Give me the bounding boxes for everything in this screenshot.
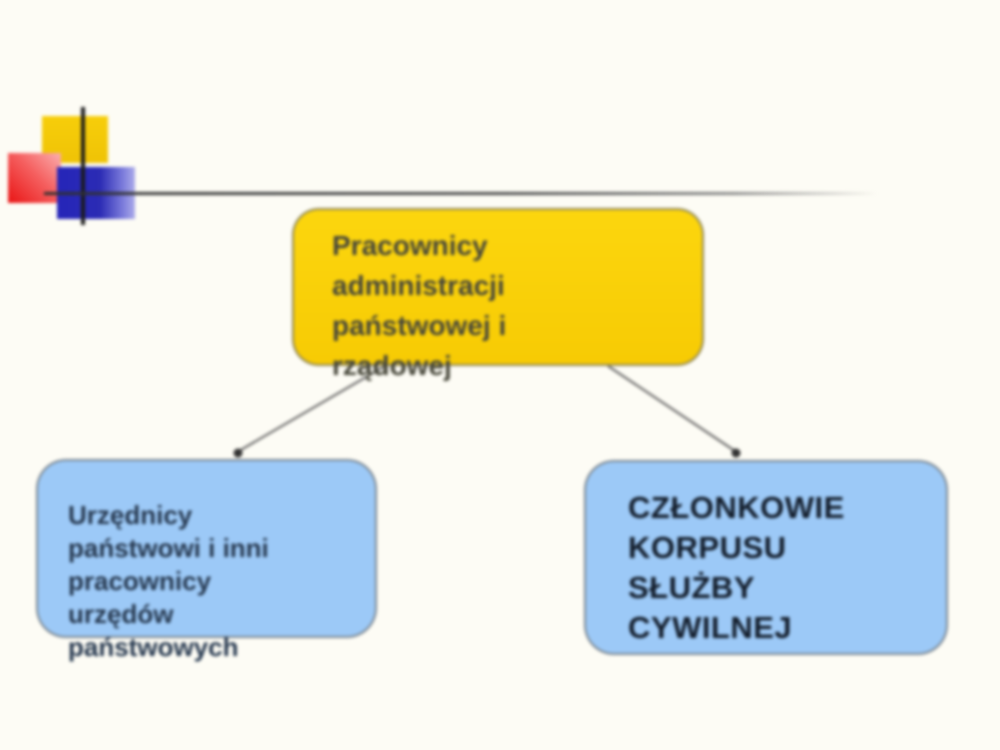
decoration-vertical-line [81,107,85,225]
node-right-child: CZŁONKOWIE KORPUSU SŁUŻBY CYWILNEJ [584,460,948,655]
node-left-child: Urzędnicy państwowi i inni pracownicy ur… [36,459,377,662]
connector-left-line [238,365,386,452]
decoration-horizontal-line [44,192,886,195]
connector-right-line [607,365,736,452]
node-root: Pracownicy administracji państwowej i rz… [292,208,704,381]
node-right-child-text: CZŁONKOWIE KORPUSU SŁUŻBY CYWILNEJ [628,490,845,645]
node-left-child-text: Urzędnicy państwowi i inni pracownicy ur… [68,500,269,662]
connector-right-arrowhead-dot [731,448,741,458]
connector-left-arrowhead-dot [233,448,243,458]
node-root-text: Pracownicy administracji państwowej i rz… [332,230,507,381]
